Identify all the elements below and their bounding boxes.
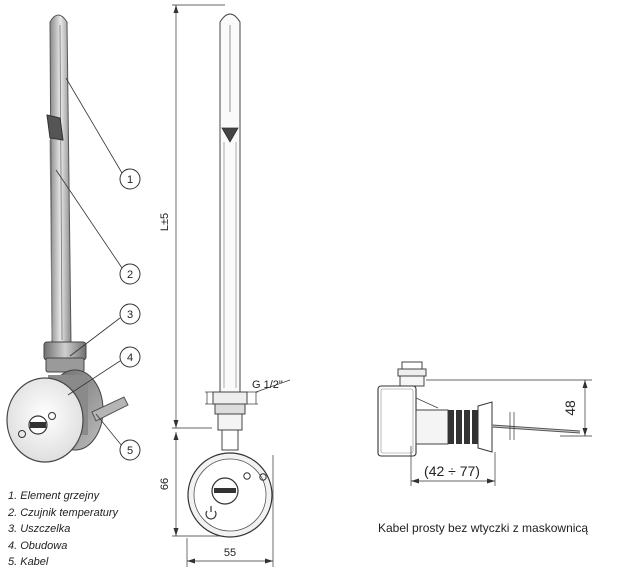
callout-label-5: 5 (127, 445, 133, 457)
side-ribs (448, 410, 478, 444)
callout-label-4: 4 (127, 352, 133, 364)
dim-height: 66 (159, 478, 171, 490)
side-cable-gland (415, 409, 449, 445)
temperature-sensor (46, 114, 64, 141)
dim-width: 55 (224, 547, 236, 559)
side-view-caption: Kabel prosty bez wtyczki z maskownicą (378, 521, 589, 535)
legend-item: 2. Czujnik temperatury (8, 506, 119, 519)
dim-side-height: 48 (562, 400, 578, 416)
callout-1 (119, 168, 141, 190)
front-rod (219, 13, 241, 393)
callout-4 (119, 346, 141, 368)
dim-side-range: (42 ÷ 77) (424, 463, 480, 479)
callout-5 (119, 439, 141, 461)
dim-length: L±5 (159, 213, 171, 231)
isometric-view: 1 2 3 4 5 (6, 14, 141, 463)
side-view: 48 (42 ÷ 77) (377, 361, 592, 486)
legend-item: 3. Uszczelka (8, 523, 71, 535)
legend-item: 4. Obudowa (8, 539, 68, 552)
power-icon (205, 506, 217, 520)
side-housing (377, 385, 417, 457)
heating-element (49, 14, 72, 346)
legend-item: 1. Element grzejny (8, 490, 100, 502)
dim-thread: G 1/2" (252, 379, 283, 391)
legend-item: 5. Kabel (8, 556, 49, 568)
parts-legend: 1. Element grzejny 2. Czujnik temperatur… (8, 488, 118, 571)
cable (91, 396, 129, 422)
callout-label-3: 3 (127, 309, 133, 321)
callout-2 (119, 263, 141, 285)
callout-label-2: 2 (127, 269, 133, 281)
callout-3 (119, 303, 141, 325)
callout-label-1: 1 (127, 174, 133, 186)
gasket (43, 341, 87, 361)
front-view: L±5 66 55 G 1/2" (159, 4, 291, 567)
